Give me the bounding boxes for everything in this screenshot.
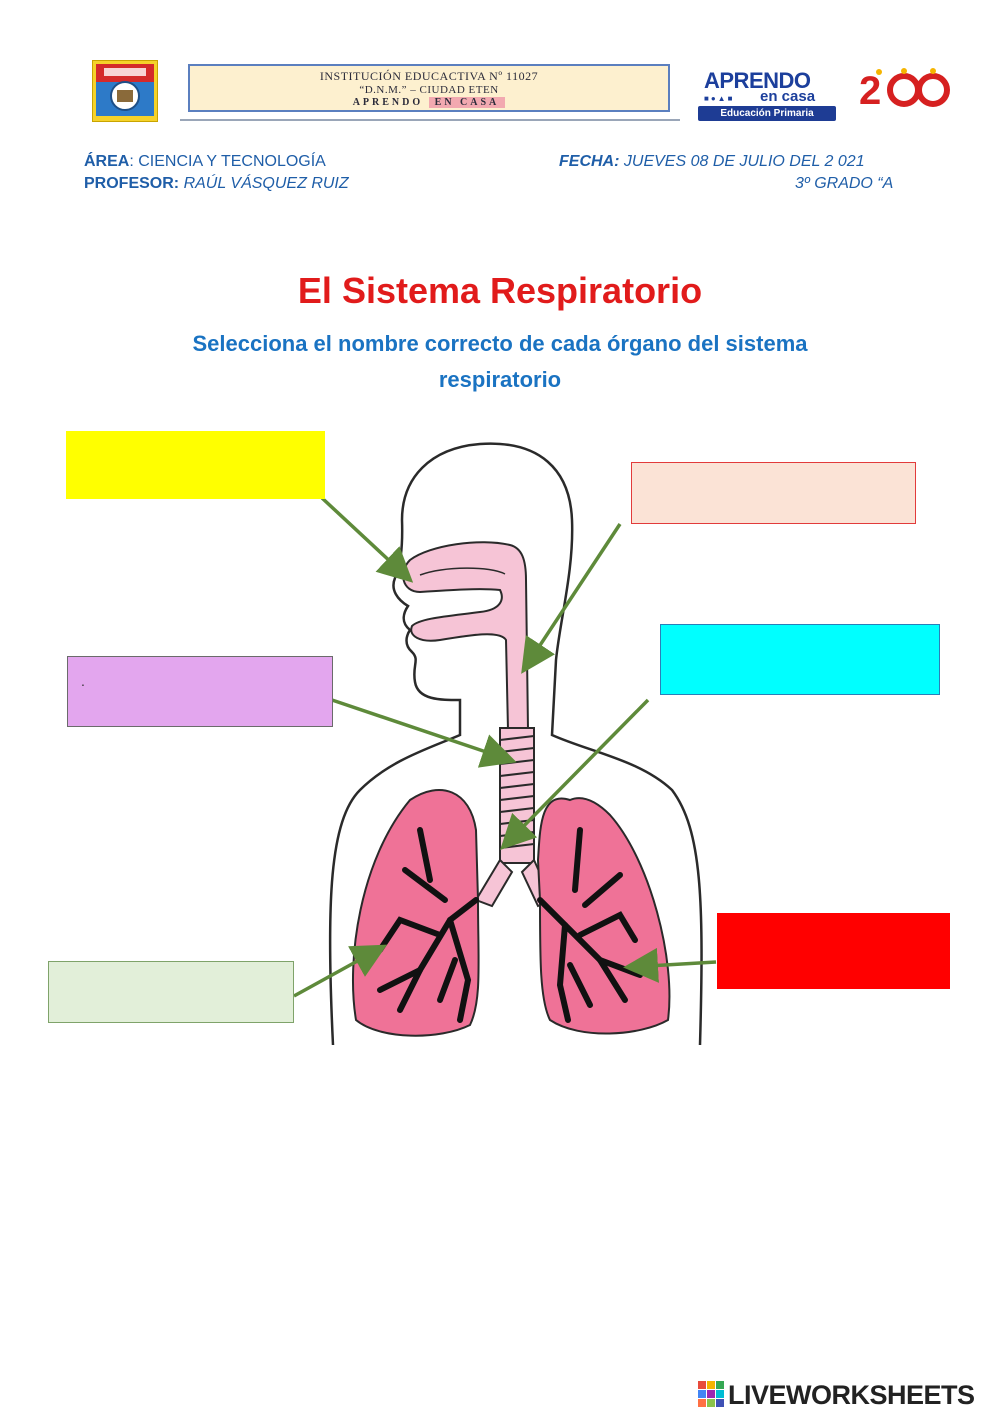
school-crest-logo xyxy=(91,59,159,123)
liveworksheets-logo: LIVEWORKSHEETS xyxy=(698,1378,998,1410)
institution-banner: INSTITUCIÓN EDUCACTIVA Nº 11027 “D.N.M.”… xyxy=(188,64,670,112)
answer-box-pharynx[interactable] xyxy=(631,462,916,524)
answer-box-bronchioles[interactable] xyxy=(48,961,294,1023)
institution-name: INSTITUCIÓN EDUCACTIVA Nº 11027 xyxy=(319,69,539,83)
area-line: ÁREA: CIENCIA Y TECNOLOGÍA xyxy=(84,153,326,170)
svg-text:2: 2 xyxy=(859,69,881,110)
arrow-larynx xyxy=(331,698,517,768)
answer-larynx-text: . xyxy=(81,673,85,689)
page-title: El Sistema Respiratorio xyxy=(297,270,703,311)
fecha-line: FECHA: JUEVES 08 DE JULIO DEL 2 021 xyxy=(559,153,865,170)
nasal-cavity xyxy=(402,541,530,731)
arrow-lungs xyxy=(623,947,717,983)
liveworksheets-text: LIVEWORKSHEETS xyxy=(728,1380,975,1410)
arrow-nose xyxy=(320,496,414,583)
arrow-trachea xyxy=(500,698,650,850)
institution-motto: APRENDO EN CASA xyxy=(190,97,668,108)
liveworksheets-icon xyxy=(698,1381,724,1407)
profesor-line: PROFESOR: RAÚL VÁSQUEZ RUIZ xyxy=(84,175,349,192)
answer-box-larynx[interactable]: . xyxy=(67,656,333,727)
header-divider xyxy=(180,119,680,121)
respiratory-system-diagram xyxy=(293,442,717,1046)
pointer-arrows xyxy=(293,496,717,998)
answer-box-lungs[interactable] xyxy=(717,913,950,989)
left-bronchial-tree xyxy=(377,827,479,1023)
arrow-bronchioles xyxy=(293,944,388,998)
arrow-pharynx xyxy=(521,523,622,674)
grado-line: 3º GRADO “A xyxy=(795,175,894,192)
institution-location: “D.N.M.” – CIUDAD ETEN xyxy=(359,84,499,96)
answer-box-nose[interactable] xyxy=(66,431,325,499)
aprendo-en-casa-logo: APRENDO ■●▲■ en casa Educación Primaria xyxy=(698,68,840,124)
answer-box-trachea[interactable] xyxy=(660,624,940,695)
bicentennial-logo: 2 xyxy=(857,68,951,113)
instructions: Selecciona el nombre correcto de cada ór… xyxy=(192,331,808,392)
